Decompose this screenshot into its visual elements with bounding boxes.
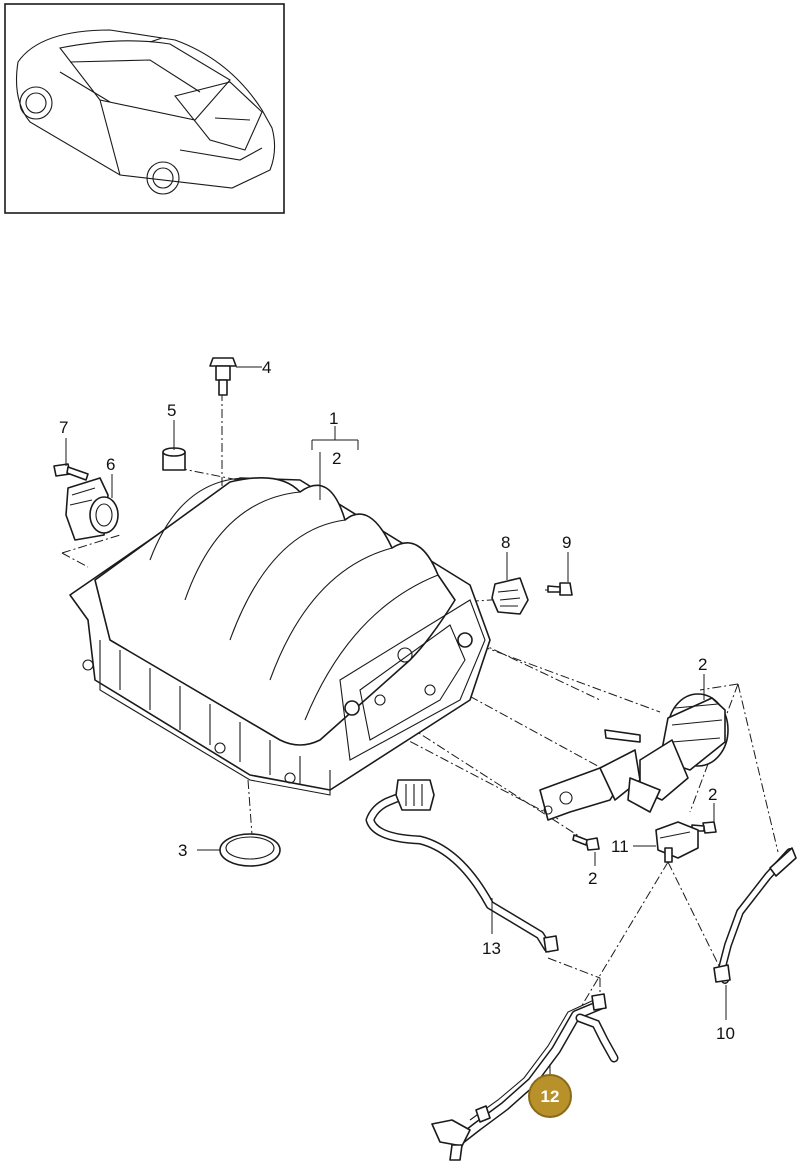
vacuum-line-part-12[interactable] [431,993,619,1161]
highlight-badge[interactable] [528,1074,572,1118]
intake-manifold[interactable] [69,476,491,796]
callout-7[interactable]: 7 [59,418,68,437]
callout-13[interactable]: 13 [482,939,501,958]
valve-part-6[interactable] [65,477,119,541]
screw-part-2-bottom[interactable] [572,834,600,851]
callout-4[interactable]: 4 [262,358,271,377]
callout-2-screw-bottom[interactable]: 2 [588,869,597,888]
hose-part-10[interactable] [713,847,797,984]
screw-part-7[interactable] [53,463,89,481]
callout-2-screw-right[interactable]: 2 [708,785,717,804]
callout-12[interactable]: 12 [541,1087,560,1106]
valve-part-11[interactable] [655,821,699,863]
callout-12-highlight[interactable]: 12 [528,1074,572,1118]
callout-2-main[interactable]: 2 [332,449,341,468]
hose-part-13[interactable] [365,779,559,953]
screw-part-9[interactable] [547,582,573,596]
stud-bolt-part-4[interactable] [209,357,237,396]
callout-2-sensor[interactable]: 2 [698,655,707,674]
callout-labels: 4 5 7 6 1 2 8 9 2 2 2 11 3 13 10 [59,358,735,1043]
callout-10[interactable]: 10 [716,1024,735,1043]
sensor-part-8[interactable] [491,577,529,615]
actuator-part-2[interactable] [627,693,729,813]
leader-lines [65,366,727,1078]
grommet-part-5[interactable] [162,447,186,471]
vehicle-thumbnail[interactable] [4,3,285,214]
gasket-part-3[interactable] [219,833,281,867]
callout-3[interactable]: 3 [178,841,187,860]
callout-6[interactable]: 6 [106,455,115,474]
callout-5[interactable]: 5 [167,401,176,420]
callout-9[interactable]: 9 [562,533,571,552]
callout-11[interactable]: 11 [611,837,629,856]
bracket-assembly[interactable] [539,729,641,821]
callout-1[interactable]: 1 [329,409,338,428]
callout-8[interactable]: 8 [501,533,510,552]
